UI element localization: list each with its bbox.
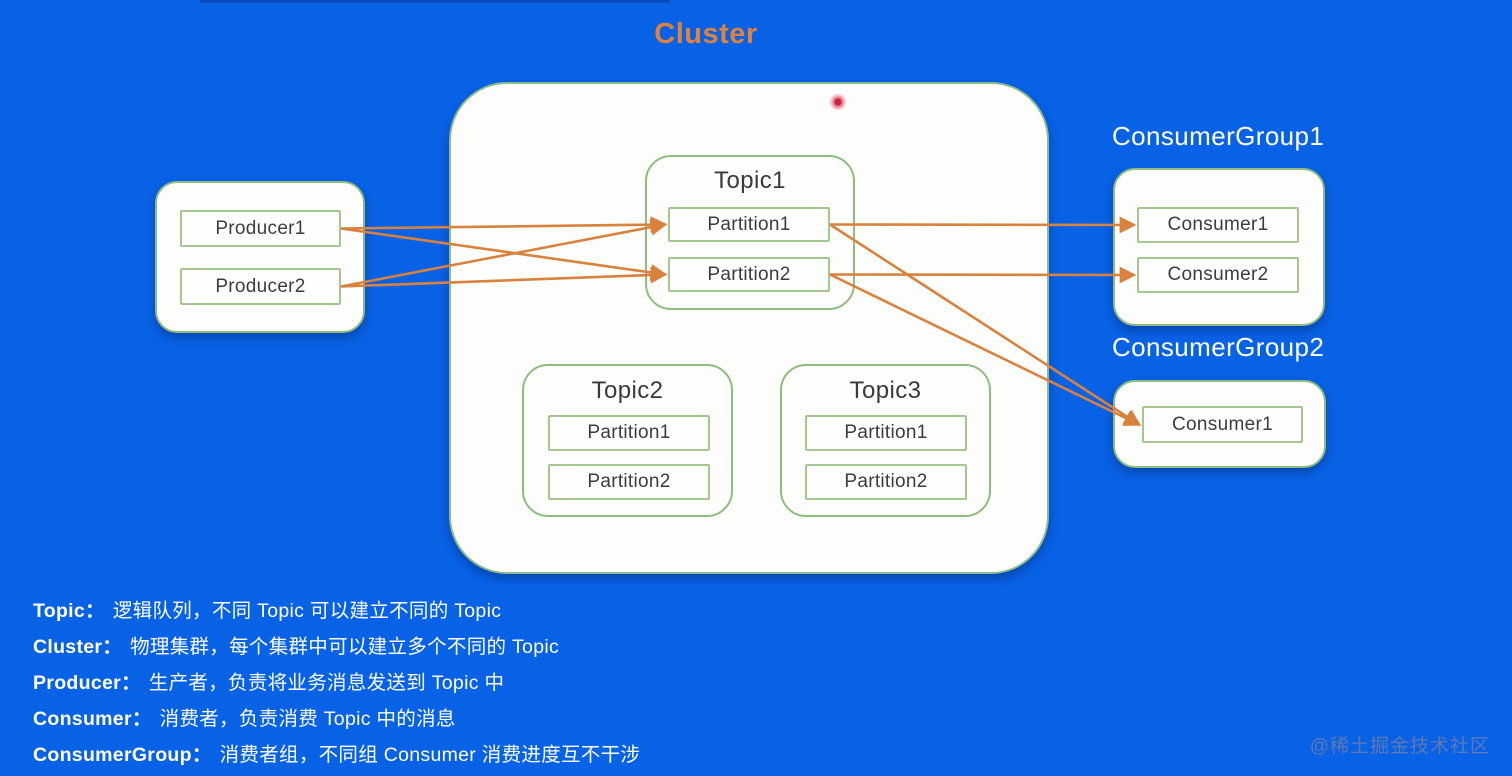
cluster-title: Cluster bbox=[654, 18, 758, 50]
legend-line-consumer: Consumer： 消费者，负责消费 Topic 中的消息 bbox=[33, 701, 640, 737]
cg1-consumer2-node: Consumer2 bbox=[1137, 257, 1299, 293]
legend-definition: 消费者，负责消费 Topic 中的消息 bbox=[159, 708, 456, 730]
topic2-partition1-node: Partition1 bbox=[548, 415, 710, 451]
legend-line-cluster: Cluster： 物理集群，每个集群中可以建立多个不同的 Topic bbox=[33, 629, 640, 665]
legend-line-producer: Producer： 生产者，负责将业务消息发送到 Topic 中 bbox=[33, 665, 640, 701]
watermark: @稀土掘金技术社区 bbox=[1309, 736, 1490, 757]
legend-definition: 消费者组，不同组 Consumer 消费进度互不干涉 bbox=[219, 744, 641, 766]
consumer-group1-box bbox=[1113, 168, 1325, 326]
legend-term: Topic： bbox=[33, 600, 105, 622]
consumer-group2-label: ConsumerGroup2 bbox=[1112, 332, 1325, 362]
producer1-node: Producer1 bbox=[180, 210, 341, 247]
topic3-partition1-node: Partition1 bbox=[805, 415, 967, 451]
legend-term: ConsumerGroup： bbox=[33, 744, 212, 766]
legend-term: Consumer： bbox=[33, 708, 152, 730]
cg2-consumer1-node: Consumer1 bbox=[1142, 406, 1303, 443]
top-edge-shade bbox=[200, 0, 670, 3]
topic1-partition1-node: Partition1 bbox=[668, 207, 830, 242]
producers-box bbox=[155, 181, 365, 333]
topic3-title: Topic3 bbox=[849, 377, 922, 404]
producer2-node: Producer2 bbox=[180, 268, 341, 305]
cg1-consumer1-node: Consumer1 bbox=[1137, 207, 1299, 243]
legend-term: Cluster： bbox=[33, 636, 123, 658]
topic1-partition2-node: Partition2 bbox=[668, 257, 830, 292]
legend-definition: 物理集群，每个集群中可以建立多个不同的 Topic bbox=[130, 636, 560, 658]
consumer-group1-label: ConsumerGroup1 bbox=[1112, 121, 1325, 151]
legend-term: Producer： bbox=[33, 672, 141, 694]
topic2-title: Topic2 bbox=[591, 377, 664, 404]
topic2-partition2-node: Partition2 bbox=[548, 464, 710, 500]
legend: Topic： 逻辑队列，不同 Topic 可以建立不同的 Topic Cluste… bbox=[33, 593, 640, 773]
legend-line-topic: Topic： 逻辑队列，不同 Topic 可以建立不同的 Topic bbox=[33, 593, 640, 629]
legend-line-consumergroup: ConsumerGroup： 消费者组，不同组 Consumer 消费进度互不干涉 bbox=[33, 737, 640, 773]
topic1-title: Topic1 bbox=[714, 167, 786, 194]
legend-definition: 生产者，负责将业务消息发送到 Topic 中 bbox=[148, 672, 505, 694]
topic3-partition2-node: Partition2 bbox=[805, 464, 967, 500]
laser-pointer-dot bbox=[829, 93, 847, 111]
legend-definition: 逻辑队列，不同 Topic 可以建立不同的 Topic bbox=[112, 600, 502, 622]
